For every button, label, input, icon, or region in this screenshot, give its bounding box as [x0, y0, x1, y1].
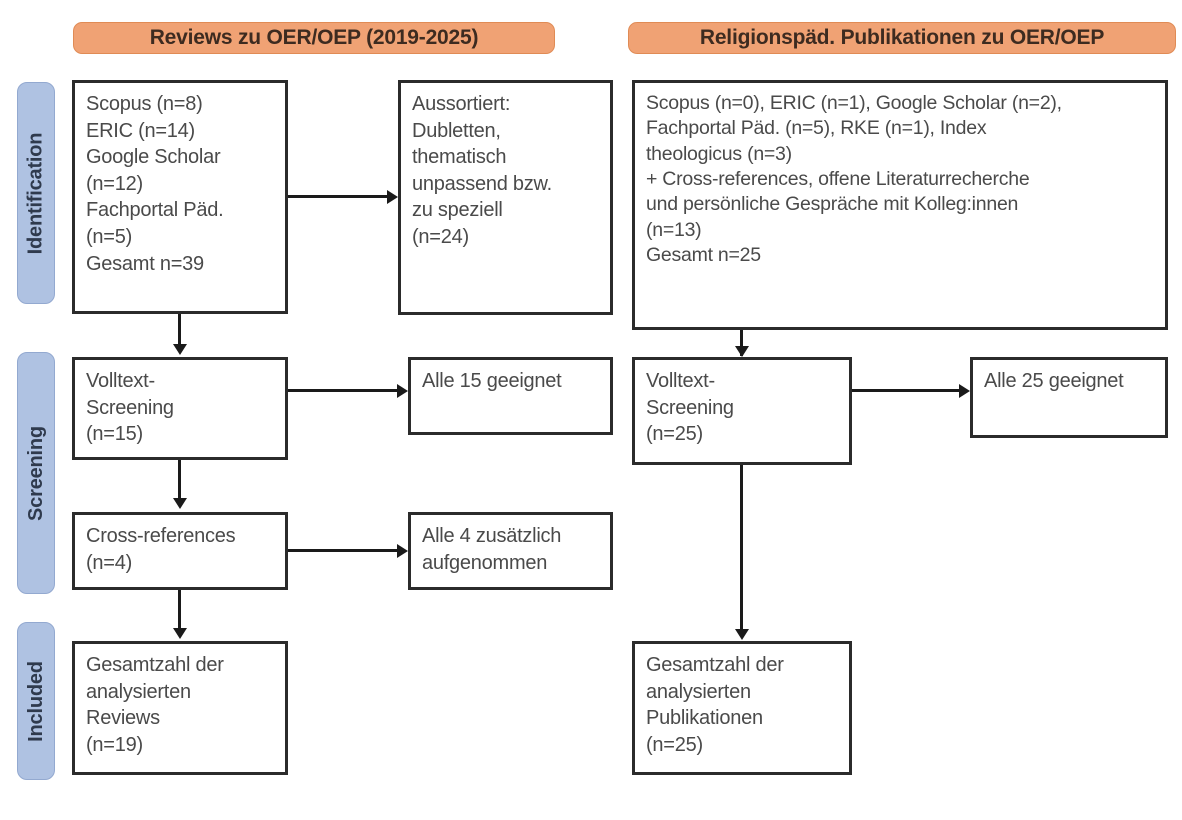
box-line: (n=25): [646, 733, 703, 756]
box-right-identification-sources: Scopus (n=0), ERIC (n=1), Google Scholar…: [632, 80, 1168, 330]
box-left-cross-references-added: Alle 4 zusätzlich aufgenommen: [408, 512, 613, 590]
stage-label-identification: Identification: [24, 132, 47, 254]
stage-pill-screening: Screening: [17, 352, 55, 594]
connector-left-crossrefs-to-included: [178, 590, 181, 628]
box-line: Scopus (n=8): [86, 93, 203, 115]
column-header-right-label: Religionspäd. Publikationen zu OER/OEP: [699, 26, 1105, 49]
box-line: analysierten: [86, 680, 191, 703]
arrow-left-fulltext-to-crossrefs: [172, 498, 187, 509]
box-line: Aussortiert:: [412, 93, 511, 115]
box-line: theologicus (n=3): [646, 142, 792, 165]
box-line: (n=19): [86, 733, 143, 756]
stage-pill-identification: Identification: [17, 82, 55, 304]
arrow-right-sources-to-fulltext: [734, 346, 749, 357]
box-line: (n=4): [86, 551, 132, 574]
connector-right-sources-to-fulltext: [740, 330, 743, 356]
box-left-cross-references: Cross-references (n=4): [72, 512, 288, 590]
box-left-all-suitable: Alle 15 geeignet: [408, 357, 613, 435]
box-line: Volltext-: [646, 370, 715, 392]
box-line: (n=13): [646, 218, 702, 241]
box-line: Gesamtzahl der: [646, 654, 784, 676]
box-line: aufgenommen: [422, 551, 548, 574]
box-line: Screening: [86, 396, 174, 419]
box-line: (n=24): [412, 225, 469, 248]
box-line: + Cross-references, offene Literaturrech…: [646, 168, 1030, 191]
box-line: Google Scholar: [86, 146, 221, 169]
box-left-identification-sources: Scopus (n=8) ERIC (n=14) Google Scholar …: [72, 80, 288, 314]
box-line: Volltext-: [86, 370, 155, 392]
box-line: Dubletten,: [412, 119, 501, 142]
box-right-fulltext-screening: Volltext- Screening (n=25): [632, 357, 852, 465]
arrow-right-fulltext-to-included: [734, 629, 749, 640]
box-line: Alle 4 zusätzlich: [422, 525, 562, 547]
connector-right-fulltext-to-included: [740, 465, 743, 629]
connector-right-fulltext-to-suitable: [852, 389, 959, 392]
box-right-all-suitable: Alle 25 geeignet: [970, 357, 1168, 438]
arrow-left-crossrefs-to-included: [172, 628, 187, 639]
box-line: zu speziell: [412, 199, 503, 222]
box-line: und persönliche Gespräche mit Kolleg:inn…: [646, 193, 1019, 216]
box-line: unpassend bzw.: [412, 172, 552, 195]
connector-left-crossrefs-to-added: [288, 549, 397, 552]
box-line: (n=15): [86, 423, 143, 446]
box-line: thematisch: [412, 146, 507, 169]
box-line: (n=5): [86, 225, 132, 248]
box-right-included-total: Gesamtzahl der analysierten Publikatione…: [632, 641, 852, 775]
box-line: Alle 25 geeignet: [984, 370, 1124, 392]
connector-left-sources-to-excluded: [288, 195, 387, 198]
box-line: Alle 15 geeignet: [422, 370, 562, 392]
arrow-left-sources-to-fulltext: [172, 344, 187, 355]
box-left-excluded: Aussortiert: Dubletten, thematisch unpas…: [398, 80, 613, 315]
box-line: Reviews: [86, 707, 160, 730]
stage-label-included: Included: [24, 660, 47, 742]
box-line: (n=25): [646, 423, 703, 446]
arrow-left-crossrefs-to-added: [397, 543, 408, 558]
box-line: Gesamt n=25: [646, 244, 761, 267]
box-line: Fachportal Päd. (n=5), RKE (n=1), Index: [646, 117, 987, 140]
arrow-left-fulltext-to-suitable: [397, 383, 408, 398]
arrow-right-fulltext-to-suitable: [959, 383, 970, 398]
box-line: (n=12): [86, 172, 143, 195]
column-header-left-label: Reviews zu OER/OEP (2019-2025): [149, 26, 479, 49]
box-left-fulltext-screening: Volltext- Screening (n=15): [72, 357, 288, 460]
box-line: Fachportal Päd.: [86, 199, 224, 222]
connector-left-fulltext-to-crossrefs: [178, 460, 181, 498]
box-line: ERIC (n=14): [86, 119, 195, 142]
arrow-left-sources-to-excluded: [387, 189, 398, 204]
column-header-left: Reviews zu OER/OEP (2019-2025): [73, 22, 555, 54]
box-line: Gesamtzahl der: [86, 654, 224, 676]
box-left-included-total: Gesamtzahl der analysierten Reviews (n=1…: [72, 641, 288, 775]
column-header-right: Religionspäd. Publikationen zu OER/OEP: [628, 22, 1176, 54]
box-line: Publikationen: [646, 707, 763, 730]
box-line: Scopus (n=0), ERIC (n=1), Google Scholar…: [646, 92, 1062, 114]
stage-label-screening: Screening: [24, 425, 47, 521]
connector-left-sources-to-fulltext: [178, 314, 181, 344]
stage-pill-included: Included: [17, 622, 55, 780]
box-line: Screening: [646, 396, 734, 419]
box-line: Gesamt n=39: [86, 252, 204, 275]
box-line: Cross-references: [86, 525, 236, 547]
connector-left-fulltext-to-suitable: [288, 389, 397, 392]
box-line: analysierten: [646, 680, 751, 703]
